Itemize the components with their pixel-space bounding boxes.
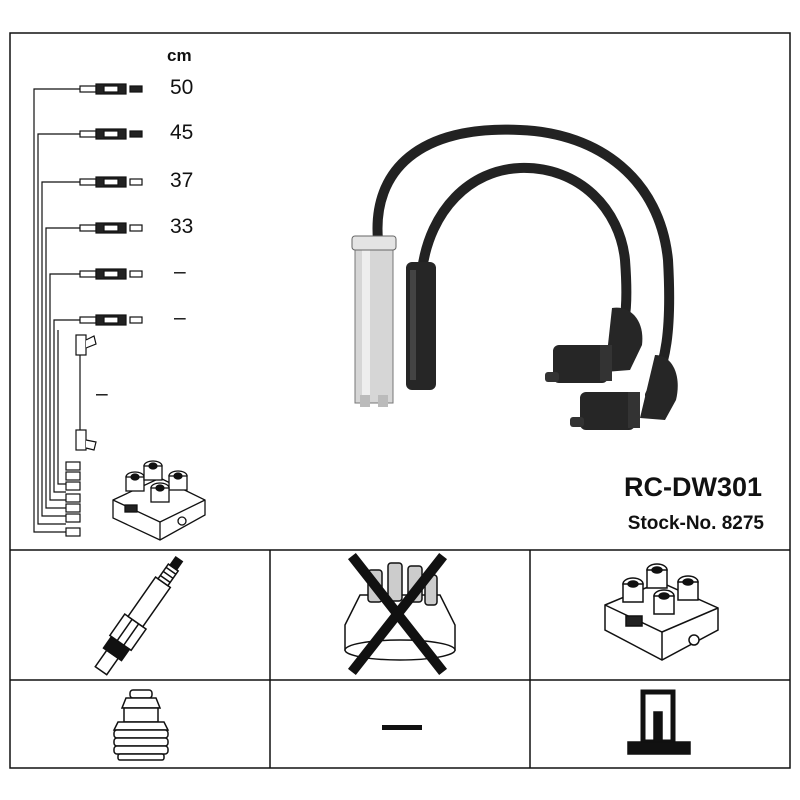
coil-terminal-icon <box>627 689 691 755</box>
coil-lead-vertical <box>75 334 97 451</box>
length-label: 50 <box>170 76 194 99</box>
plug-boot-icon <box>112 689 170 761</box>
angled-boot-upper <box>545 307 643 383</box>
length-label: 45 <box>170 121 194 144</box>
length-label: – <box>174 306 186 329</box>
stock-number: Stock-No. 8275 <box>627 513 764 534</box>
lead-schematic <box>33 83 143 537</box>
ignition-cable-photo <box>351 124 678 430</box>
lead-connector-row <box>79 83 143 326</box>
coil-pack-small <box>112 460 206 541</box>
ignition-coil-icon <box>604 563 719 661</box>
spark-plug-icon <box>94 555 184 676</box>
length-label: – <box>96 382 108 405</box>
straight-boot <box>406 262 436 390</box>
unit-label: cm <box>167 46 192 65</box>
metal-sleeve <box>351 235 397 407</box>
model-number: RC-DW301 <box>623 472 762 502</box>
not-applicable-cross-icon <box>347 552 448 676</box>
length-label: 33 <box>170 215 194 238</box>
terminal-stubs <box>65 461 81 537</box>
angled-boot-lower <box>570 355 678 430</box>
length-label: – <box>174 260 186 283</box>
frame-grid <box>9 32 791 769</box>
dash-icon <box>382 725 422 730</box>
length-label: 37 <box>170 169 194 192</box>
